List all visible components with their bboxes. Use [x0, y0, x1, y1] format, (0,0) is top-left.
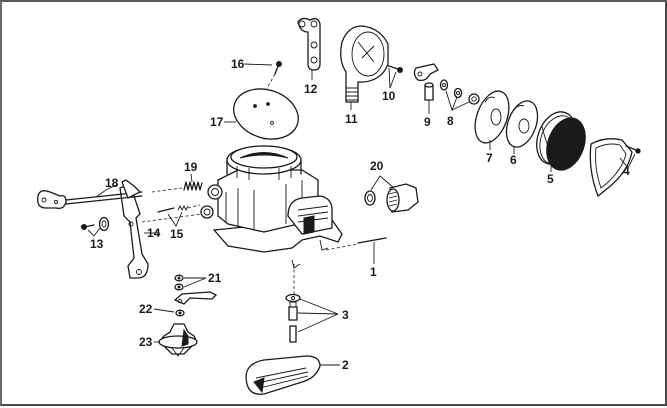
callout-12: 12: [304, 82, 318, 96]
callout-18: 18: [105, 176, 119, 190]
part-22-washer: 22: [139, 302, 185, 317]
callout-23: 23: [139, 335, 153, 349]
part-3-jet-assembly: 3: [285, 293, 349, 343]
part-8-nuts: 8: [439, 79, 480, 128]
part-7-plate: 7: [474, 90, 510, 165]
callout-21: 21: [208, 271, 222, 285]
callout-1: 1: [370, 265, 377, 279]
callout-10: 10: [382, 89, 396, 103]
part-12-gasket: 12: [297, 17, 321, 96]
callout-22: 22: [139, 302, 153, 316]
callout-6: 6: [510, 153, 517, 167]
callout-11: 11: [345, 112, 358, 126]
callout-7: 7: [486, 151, 493, 165]
part-10-screw: 10: [382, 64, 403, 103]
part-23-diaphragm: 23: [139, 323, 198, 357]
part-4-gasket: 4: [589, 138, 641, 198]
part-17-choke-plate: 17: [210, 88, 299, 140]
callout-8: 8: [447, 114, 454, 128]
part-2-float-bowl-cover: 2: [245, 355, 349, 395]
part-9-lever: 9: [413, 63, 439, 129]
callout-20: 20: [370, 159, 384, 173]
callout-14: 14: [147, 226, 161, 240]
part-1-pin: 1: [357, 237, 387, 279]
callout-15: 15: [170, 227, 184, 241]
part-14-throttle-lever: 14: [119, 183, 161, 279]
carburetor-body: [200, 126, 359, 294]
part-19-spring: 19: [183, 160, 203, 191]
part-15-screw-spring: 15: [141, 204, 203, 241]
part-20-plug: 20: [364, 159, 419, 213]
callout-13: 13: [90, 237, 104, 251]
callout-4: 4: [623, 164, 630, 178]
callout-2: 2: [342, 358, 349, 372]
part-5-housing: 5: [536, 111, 586, 186]
part-6-plate: 6: [505, 100, 539, 167]
part-11-choke-housing: 11: [340, 25, 389, 126]
part-13-screw: 13: [81, 216, 110, 251]
callout-9: 9: [424, 115, 431, 129]
part-18-throttle-shaft: 18: [37, 176, 183, 210]
callout-5: 5: [547, 172, 554, 186]
callout-19: 19: [184, 160, 198, 174]
callout-3: 3: [342, 308, 349, 322]
part-21-nut-washer: 21: [173, 271, 222, 305]
callout-16: 16: [231, 57, 245, 71]
callout-17: 17: [210, 115, 224, 129]
